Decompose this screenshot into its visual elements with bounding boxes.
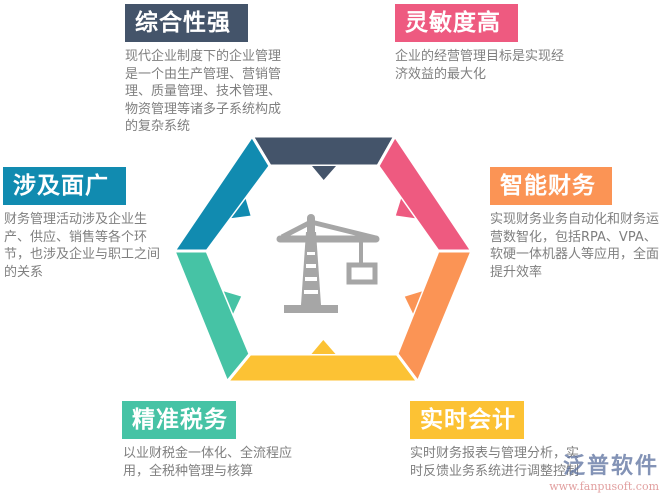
watermark: 泛普软件 www.fanpusoft.com bbox=[549, 448, 659, 493]
notch-smart-finance bbox=[404, 291, 422, 314]
title-smart-finance: 智能财务 bbox=[490, 167, 612, 205]
desc-comprehensive: 现代企业制度下的企业管理是一个由生产管理、营销管理、质量管理、技术管理、物资管理… bbox=[125, 49, 282, 135]
segment-precise-tax bbox=[171, 249, 252, 385]
notch-precise-tax bbox=[223, 291, 242, 314]
notch-sensitivity bbox=[395, 198, 415, 219]
segment-comprehensive bbox=[249, 134, 398, 168]
title-sensitivity: 灵敏度高 bbox=[395, 4, 518, 42]
desc-smart-finance: 实现财务业务自动化和财务运营数智化，包括RPA、VPA、软硬一体机器人等应用，全… bbox=[490, 212, 660, 280]
notch-realtime-accounting bbox=[311, 340, 336, 354]
crane-icon bbox=[276, 214, 380, 313]
title-comprehensive: 综合性强 bbox=[125, 4, 248, 42]
title-wide-scope: 涉及面广 bbox=[3, 167, 126, 205]
watermark-name: 泛普软件 bbox=[562, 454, 659, 479]
desc-precise-tax: 以业财税金一体化、全流程应用，全税种管理与核算 bbox=[123, 446, 293, 479]
notch-comprehensive bbox=[312, 166, 336, 180]
title-realtime-accounting: 实时会计 bbox=[410, 401, 524, 439]
segment-smart-finance bbox=[395, 249, 475, 386]
segment-wide-scope bbox=[171, 133, 272, 253]
watermark-url: www.fanpusoft.com bbox=[549, 480, 659, 493]
title-precise-tax: 精准税务 bbox=[122, 401, 236, 439]
desc-sensitivity: 企业的经营管理目标是实现经济效益的最大化 bbox=[395, 49, 565, 82]
segment-sensitivity bbox=[376, 133, 475, 253]
desc-realtime-accounting: 实时财务报表与管理分析，实时反馈业务系统进行调整控制 bbox=[410, 446, 580, 479]
notch-wide-scope bbox=[231, 198, 251, 219]
desc-wide-scope: 财务管理活动涉及企业生产、供应、销售等各个环节，也涉及企业与职工之间的关系 bbox=[4, 212, 161, 280]
segment-realtime-accounting bbox=[223, 352, 421, 384]
